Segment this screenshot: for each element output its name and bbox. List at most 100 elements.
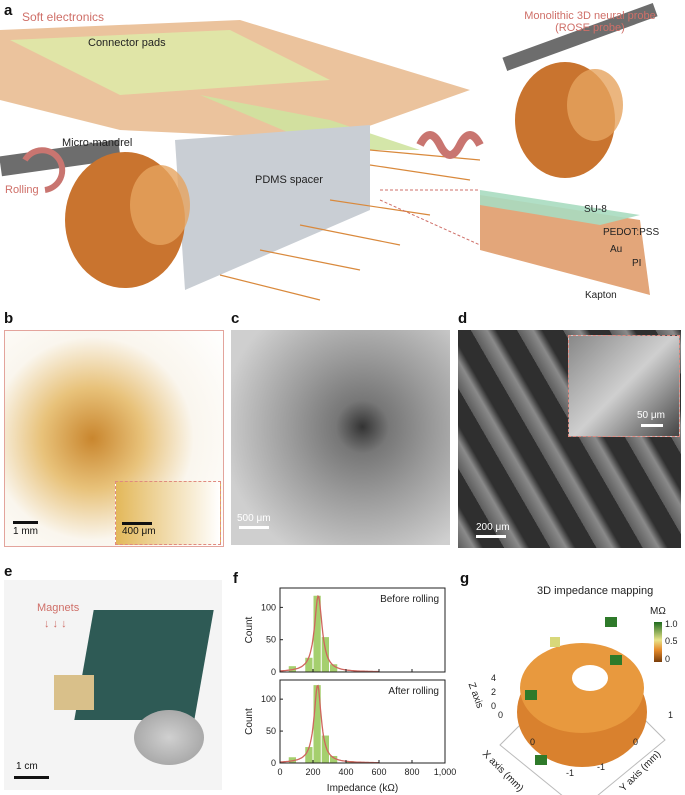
plot-frame: [279, 587, 446, 673]
colorbar: [654, 622, 662, 662]
circuit-boards: [74, 610, 214, 720]
su8-layer: [480, 190, 640, 225]
panel-label-e: e: [4, 563, 13, 580]
arrows-icon: ↓ ↓ ↓: [44, 618, 67, 630]
x-tick-label: 600: [371, 767, 386, 777]
scale-label: 1 cm: [16, 761, 38, 772]
rolling-label: Rolling: [5, 184, 39, 196]
panel-label-g: g: [460, 570, 470, 587]
histogram-bar: [313, 685, 321, 763]
mid-impedance-bar: [550, 637, 560, 647]
rose-probe-end: [567, 69, 623, 141]
y-axis-label: Count: [244, 708, 255, 735]
impedance-3d-map: [499, 617, 666, 795]
layer-pi: PI: [632, 258, 642, 269]
colorbar-tick-05: 0.5: [665, 636, 678, 646]
scale-label: 200 μm: [476, 522, 510, 533]
photo-rolled-probe: 400 μm 1 mm: [4, 330, 224, 547]
probe-mandrel: [502, 3, 658, 71]
y-tick-label: 50: [266, 726, 276, 736]
plot-frame: [279, 679, 446, 764]
layer-au: Au: [610, 244, 623, 255]
x-tick: 0: [530, 737, 536, 747]
x-tick: -1: [566, 768, 575, 778]
panel-label-b: b: [4, 310, 14, 327]
series-label: Before rolling: [380, 594, 439, 605]
histogram-bar: [305, 747, 313, 763]
inset-scale-bar: [641, 424, 663, 427]
inset-scale-label: 50 μm: [637, 410, 665, 421]
colorbar-tick-0: 0: [665, 654, 671, 664]
layer-pedot: PEDOT:PSS: [603, 227, 660, 238]
z-tick: 0: [491, 701, 497, 711]
high-impedance-bar: [605, 617, 617, 627]
inset-electrode: 50 μm: [568, 335, 680, 437]
y-tick: -1: [597, 762, 606, 772]
histogram-bar: [305, 657, 313, 672]
micro-mandrel-label: Micro-mandrel: [62, 137, 133, 149]
panel-label-a: a: [4, 2, 13, 19]
probe-title: Monolithic 3D neural probe (ROSE probe): [520, 10, 660, 34]
histogram-bar: [321, 735, 329, 763]
panel-label-d: d: [458, 310, 468, 327]
scale-bar: [476, 535, 506, 538]
rolled-probe-end: [130, 165, 190, 245]
zoom-callout-line: [379, 199, 481, 246]
histogram-bar: [330, 664, 338, 672]
x-tick-label: 800: [404, 767, 419, 777]
scale-bar: [14, 776, 49, 779]
high-impedance-bar: [525, 690, 537, 700]
histogram-bar: [313, 595, 321, 672]
y-axis-label: Count: [244, 616, 255, 643]
magnets-label: Magnets: [37, 602, 80, 614]
pdms-spacer: [175, 125, 370, 290]
histogram-bar: [288, 757, 296, 763]
inset-shanks: 400 μm: [115, 481, 221, 545]
connector-pads: [10, 30, 330, 95]
wave-arrow-icon: [416, 131, 484, 159]
inset-scale-label: 400 μm: [122, 526, 156, 537]
histogram-bar: [330, 755, 338, 763]
coin: [134, 710, 204, 765]
y-tick-label: 0: [271, 667, 276, 677]
y-tick-label: 100: [261, 694, 276, 704]
x-tick-label: 200: [305, 767, 320, 777]
scale-bar: [13, 521, 38, 524]
fit-curve: [280, 684, 379, 764]
photo-device: Magnets ↓ ↓ ↓ 1 cm: [4, 580, 222, 790]
histogram-bar: [321, 637, 329, 672]
x-tick-label: 400: [338, 767, 353, 777]
z-tick: 4: [491, 673, 497, 683]
inset-scale-bar: [122, 522, 152, 525]
magnets: [54, 675, 94, 710]
sem-image-probe: 500 μm: [231, 330, 450, 545]
scale-label: 500 μm: [237, 513, 271, 524]
layer-kapton: Kapton: [585, 290, 617, 301]
x-axis-label: Impedance (kΩ): [327, 783, 398, 794]
ring-hole: [572, 665, 608, 691]
connector-pads-label: Connector pads: [88, 37, 166, 49]
high-impedance-bar: [610, 655, 622, 665]
soft-electronics-label: Soft electronics: [22, 10, 105, 24]
sem-image-shanks: 50 μm 200 μm: [458, 330, 681, 548]
colorbar-tick-1: 1.0: [665, 619, 678, 629]
z-tick: 2: [491, 687, 497, 697]
probe-shanks: [219, 149, 481, 301]
y-tick-label: 0: [271, 758, 276, 768]
rolling-arrow-icon: [22, 147, 66, 193]
series-label: After rolling: [388, 686, 439, 697]
rose-probe-schematic: [0, 3, 658, 301]
x-tick-label: 0: [277, 767, 282, 777]
x-tick-label: 1,000: [434, 767, 457, 777]
x-tick: 0: [498, 710, 504, 720]
layer-su8: SU-8: [584, 204, 607, 215]
probe-title-line1: Monolithic 3D neural probe: [524, 10, 656, 22]
fit-curve: [280, 595, 380, 673]
impedance-map-title: 3D impedance mapping: [537, 585, 654, 597]
scale-bar: [239, 526, 269, 529]
pdms-spacer-label: PDMS spacer: [255, 174, 323, 186]
panel-label-f: f: [233, 570, 238, 587]
probe-title-line2: (ROSE probe): [555, 22, 625, 34]
